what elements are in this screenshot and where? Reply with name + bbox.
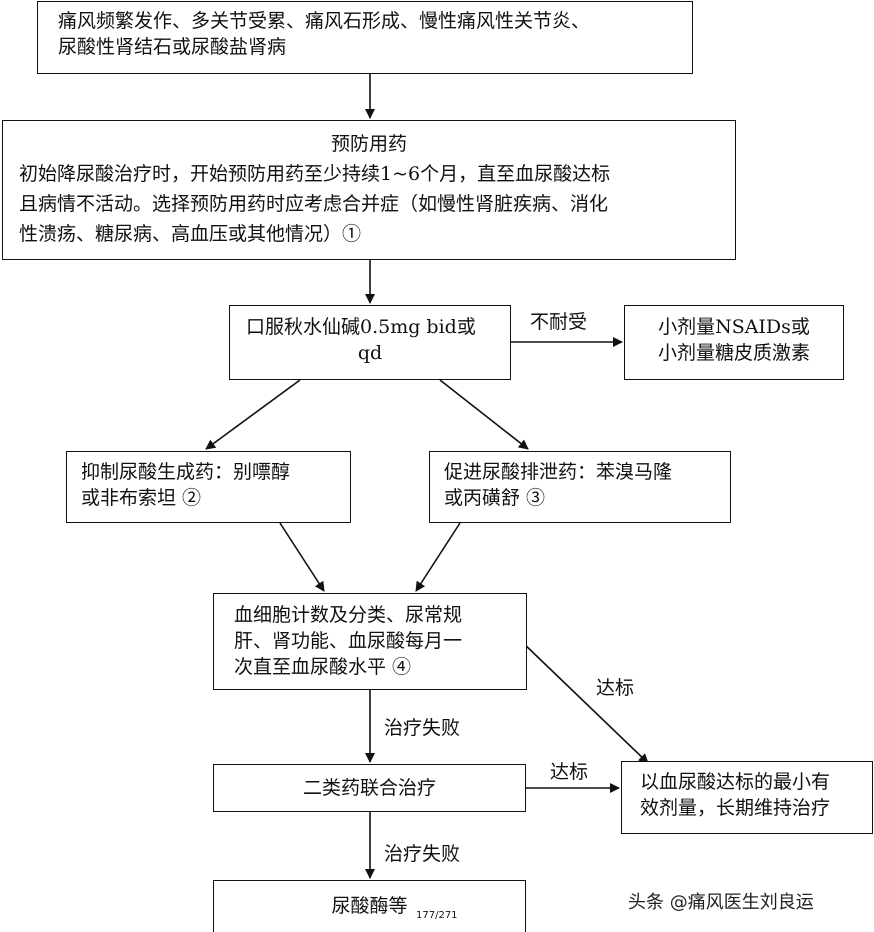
target-reached-label-1: 达标 <box>596 677 635 699</box>
nsaid-line-1: 小剂量NSAIDs或 <box>658 316 810 338</box>
monitoring-line-3: 次直至血尿酸水平 ④ <box>234 656 412 678</box>
prevention-line-2: 且病情不活动。选择预防用药时应考虑合并症（如慢性肾脏疾病、消化 <box>19 193 609 215</box>
prevention-box: 预防用药 初始降尿酸治疗时，开始预防用药至少持续1~6个月，直至血尿酸达标 且病… <box>2 120 736 260</box>
maintenance-line-2: 效剂量，长期维持治疗 <box>640 797 831 819</box>
monitoring-box: 血细胞计数及分类、尿常规 肝、肾功能、血尿酸每月一 次直至血尿酸水平 ④ <box>213 593 527 690</box>
uricosuric-line-2: 或丙磺舒 ③ <box>444 487 546 509</box>
prevention-line-1: 初始降尿酸治疗时，开始预防用药至少持续1~6个月，直至血尿酸达标 <box>19 163 611 185</box>
monitoring-line-1: 血细胞计数及分类、尿常规 <box>234 604 463 626</box>
monitoring-line-2: 肝、肾功能、血尿酸每月一 <box>234 630 463 652</box>
colchicine-box: 口服秋水仙碱0.5mg bid或 qd <box>229 305 511 380</box>
inhibitor-line-2: 或非布索坦 ② <box>81 487 202 509</box>
treatment-failure-label-1: 治疗失败 <box>384 717 461 739</box>
combination-therapy-box: 二类药联合治疗 <box>213 764 526 812</box>
indication-box: 痛风频繁发作、多关节受累、痛风石形成、慢性痛风性关节炎、 尿酸性肾结石或尿酸盐肾… <box>37 1 693 74</box>
colchicine-line-2: qd <box>357 342 383 364</box>
uricosuric-agent-box: 促进尿酸排泄药：苯溴马隆 或丙磺舒 ③ <box>429 451 731 523</box>
arrow-excrete-to-monitor <box>415 522 461 592</box>
watermark-text: 头条 @痛风医生刘良运 <box>628 892 814 913</box>
arrow-monitor-to-maintain <box>519 639 649 764</box>
uricosuric-line-1: 促进尿酸排泄药：苯溴马隆 <box>444 461 673 483</box>
nsaid-line-2: 小剂量糖皮质激素 <box>657 342 810 364</box>
uricase-box: 尿酸酶等 <box>213 880 526 932</box>
uricase-line-1: 尿酸酶等 <box>331 895 408 917</box>
indication-line-1: 痛风频繁发作、多关节受累、痛风石形成、慢性痛风性关节炎、 <box>58 10 591 32</box>
nsaid-alternative-box: 小剂量NSAIDs或 小剂量糖皮质激素 <box>624 305 844 380</box>
treatment-failure-label-2: 治疗失败 <box>384 843 461 865</box>
page-number: 177/271 <box>416 910 458 921</box>
prevention-line-3: 性溃疡、糖尿病、高血压或其他情况）① <box>19 223 362 245</box>
prevention-title: 预防用药 <box>330 133 407 155</box>
maintenance-therapy-box: 以血尿酸达标的最小有 效剂量，长期维持治疗 <box>621 761 873 834</box>
combination-line-1: 二类药联合治疗 <box>302 777 436 799</box>
target-reached-label-2: 达标 <box>550 761 589 783</box>
colchicine-line-1: 口服秋水仙碱0.5mg bid或 <box>246 316 476 338</box>
indication-line-2: 尿酸性肾结石或尿酸盐肾病 <box>58 36 287 58</box>
arrow-colchicine-to-excrete <box>439 379 529 450</box>
intolerant-label: 不耐受 <box>530 310 588 334</box>
maintenance-line-1: 以血尿酸达标的最小有 <box>640 771 831 793</box>
inhibitor-line-1: 抑制尿酸生成药：别嘌醇 <box>81 461 291 483</box>
arrow-inhibit-to-monitor <box>279 522 325 592</box>
urate-synthesis-inhibitor-box: 抑制尿酸生成药：别嘌醇 或非布索坦 ② <box>66 451 351 523</box>
arrow-colchicine-to-inhibit <box>205 379 301 450</box>
